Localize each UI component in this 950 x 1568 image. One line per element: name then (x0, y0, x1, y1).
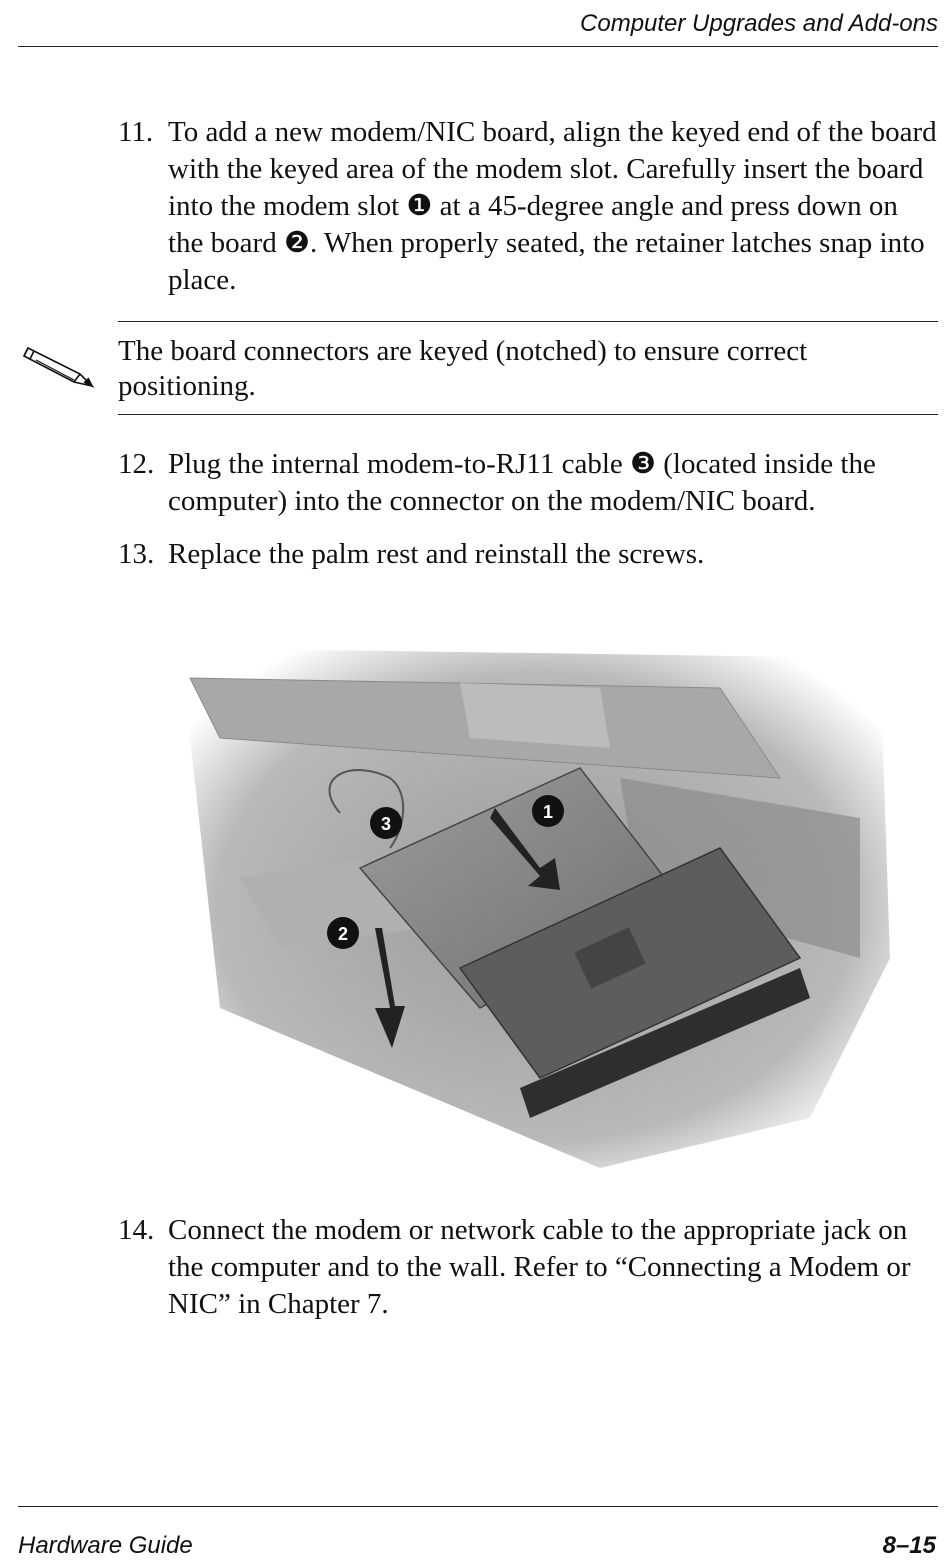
arrow-2-icon (375, 928, 405, 1048)
footer-title: Hardware Guide (18, 1532, 193, 1559)
page-number: 8–15 (882, 1532, 936, 1559)
step-number: 12. (118, 448, 155, 480)
chassis-bracket (460, 683, 610, 748)
note-text: The board connectors are keyed (notched)… (118, 335, 808, 402)
footer-rule (18, 1506, 938, 1507)
step-number: 11. (118, 116, 154, 148)
modem-board-installation-figure: 1 2 3 (180, 648, 890, 1168)
note-top-rule (118, 321, 938, 322)
pencil-note-icon (22, 346, 95, 388)
callout-label: 2 (338, 924, 348, 944)
callout-2: 2 (327, 917, 359, 949)
note-bottom-rule (118, 414, 938, 415)
callout-label: 1 (543, 802, 553, 822)
step-text: To add a new modem/NIC board, align the … (168, 116, 937, 296)
chip (574, 927, 646, 989)
step-text: Replace the palm rest and reinstall the … (168, 538, 705, 570)
step-text: Connect the modem or network cable to th… (168, 1214, 911, 1320)
arrow-1-icon (490, 808, 560, 890)
connector-edge (520, 968, 810, 1118)
callout-3: 3 (370, 807, 402, 839)
header-title: Computer Upgrades and Add-ons (580, 10, 938, 37)
callout-1: 1 (532, 795, 564, 827)
board-area (620, 778, 860, 958)
step-number: 14. (118, 1214, 155, 1246)
callout-label: 3 (381, 814, 391, 834)
header-rule (18, 46, 938, 47)
step-text: Plug the internal modem-to-RJ11 cable ❸ … (168, 448, 876, 517)
step-number: 13. (118, 538, 155, 570)
